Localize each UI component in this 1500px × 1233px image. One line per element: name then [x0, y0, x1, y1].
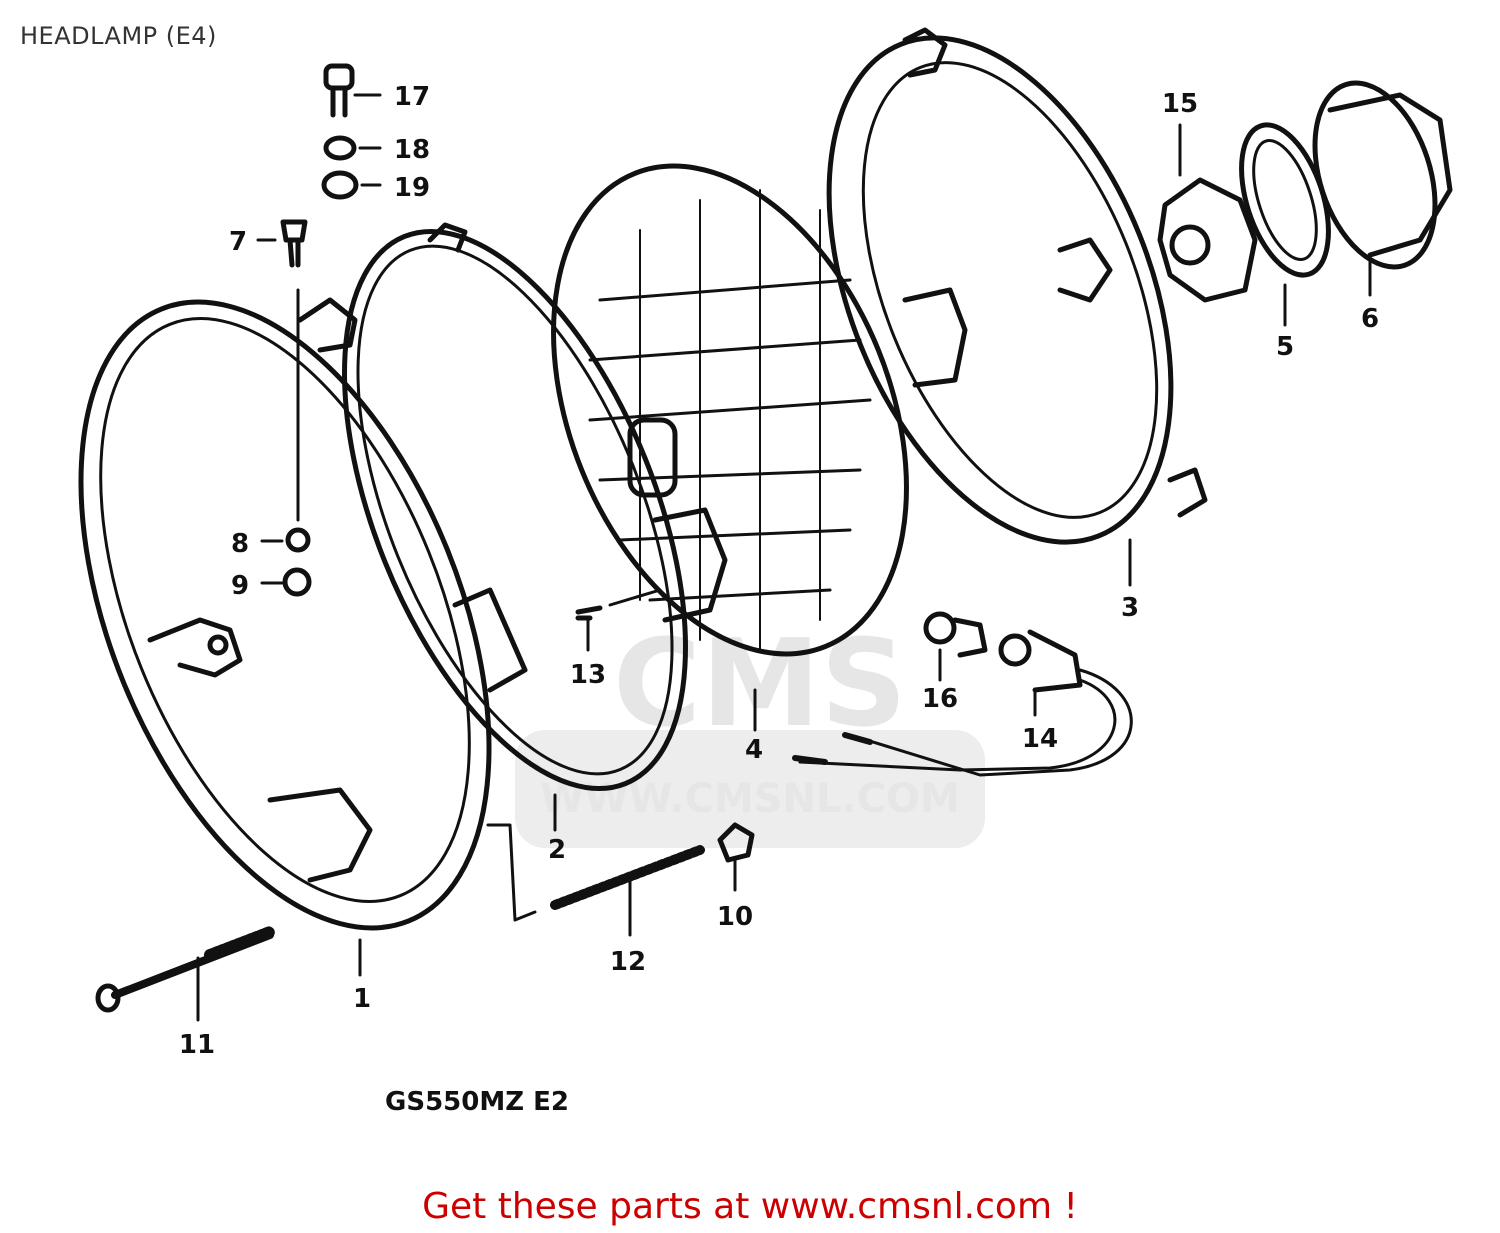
watermark: WWW.CMSNL.COM CMS [515, 615, 985, 848]
callout-3: 3 [1121, 593, 1139, 623]
adjusting-screw [95, 926, 276, 1013]
callout-9: 9 [231, 571, 249, 601]
headlamp-housing [826, 27, 1208, 545]
callout-17: 17 [394, 82, 430, 112]
rim-nut [285, 527, 311, 553]
callout-1: 1 [353, 984, 371, 1014]
callout-6: 6 [1361, 304, 1379, 334]
lamp-screw [575, 605, 603, 621]
callout-8: 8 [231, 529, 249, 559]
callout-2: 2 [548, 835, 566, 865]
callout-13: 13 [570, 660, 606, 690]
callout-15: 15 [1162, 89, 1198, 119]
callout-19: 19 [394, 173, 430, 203]
leader-lines [196, 93, 1372, 1022]
callout-4: 4 [745, 735, 763, 765]
connector-boot [923, 611, 988, 658]
callout-16: 16 [922, 684, 958, 714]
spring-washer [323, 135, 357, 161]
lamp-unit [551, 163, 909, 657]
washer [321, 170, 359, 200]
headlamp-rim [78, 297, 492, 931]
nut [717, 822, 755, 863]
model-code: GS550MZ E2 [385, 1087, 569, 1117]
callout-14: 14 [1022, 724, 1058, 754]
footer-link[interactable]: Get these parts at www.cmsnl.com ! [422, 1186, 1078, 1227]
callout-10: 10 [717, 902, 753, 932]
rim-washer [282, 567, 312, 597]
rim-screw [280, 219, 308, 268]
bulb-socket [1157, 177, 1258, 303]
wire-harness [792, 629, 1133, 777]
callout-5: 5 [1276, 332, 1294, 362]
mounting-bolt [323, 63, 355, 118]
callout-18: 18 [394, 135, 430, 165]
callout-labels: 1 2 3 4 5 6 7 8 9 10 11 12 13 14 15 16 1… [179, 82, 1379, 1060]
callout-7: 7 [229, 227, 247, 257]
adjusting-spring [550, 845, 705, 910]
page-title: HEADLAMP (E4) [20, 22, 217, 50]
watermark-text: WWW.CMSNL.COM [540, 776, 960, 822]
callout-11: 11 [179, 1030, 215, 1060]
callout-12: 12 [610, 947, 646, 977]
bulb-cover [1312, 80, 1453, 270]
